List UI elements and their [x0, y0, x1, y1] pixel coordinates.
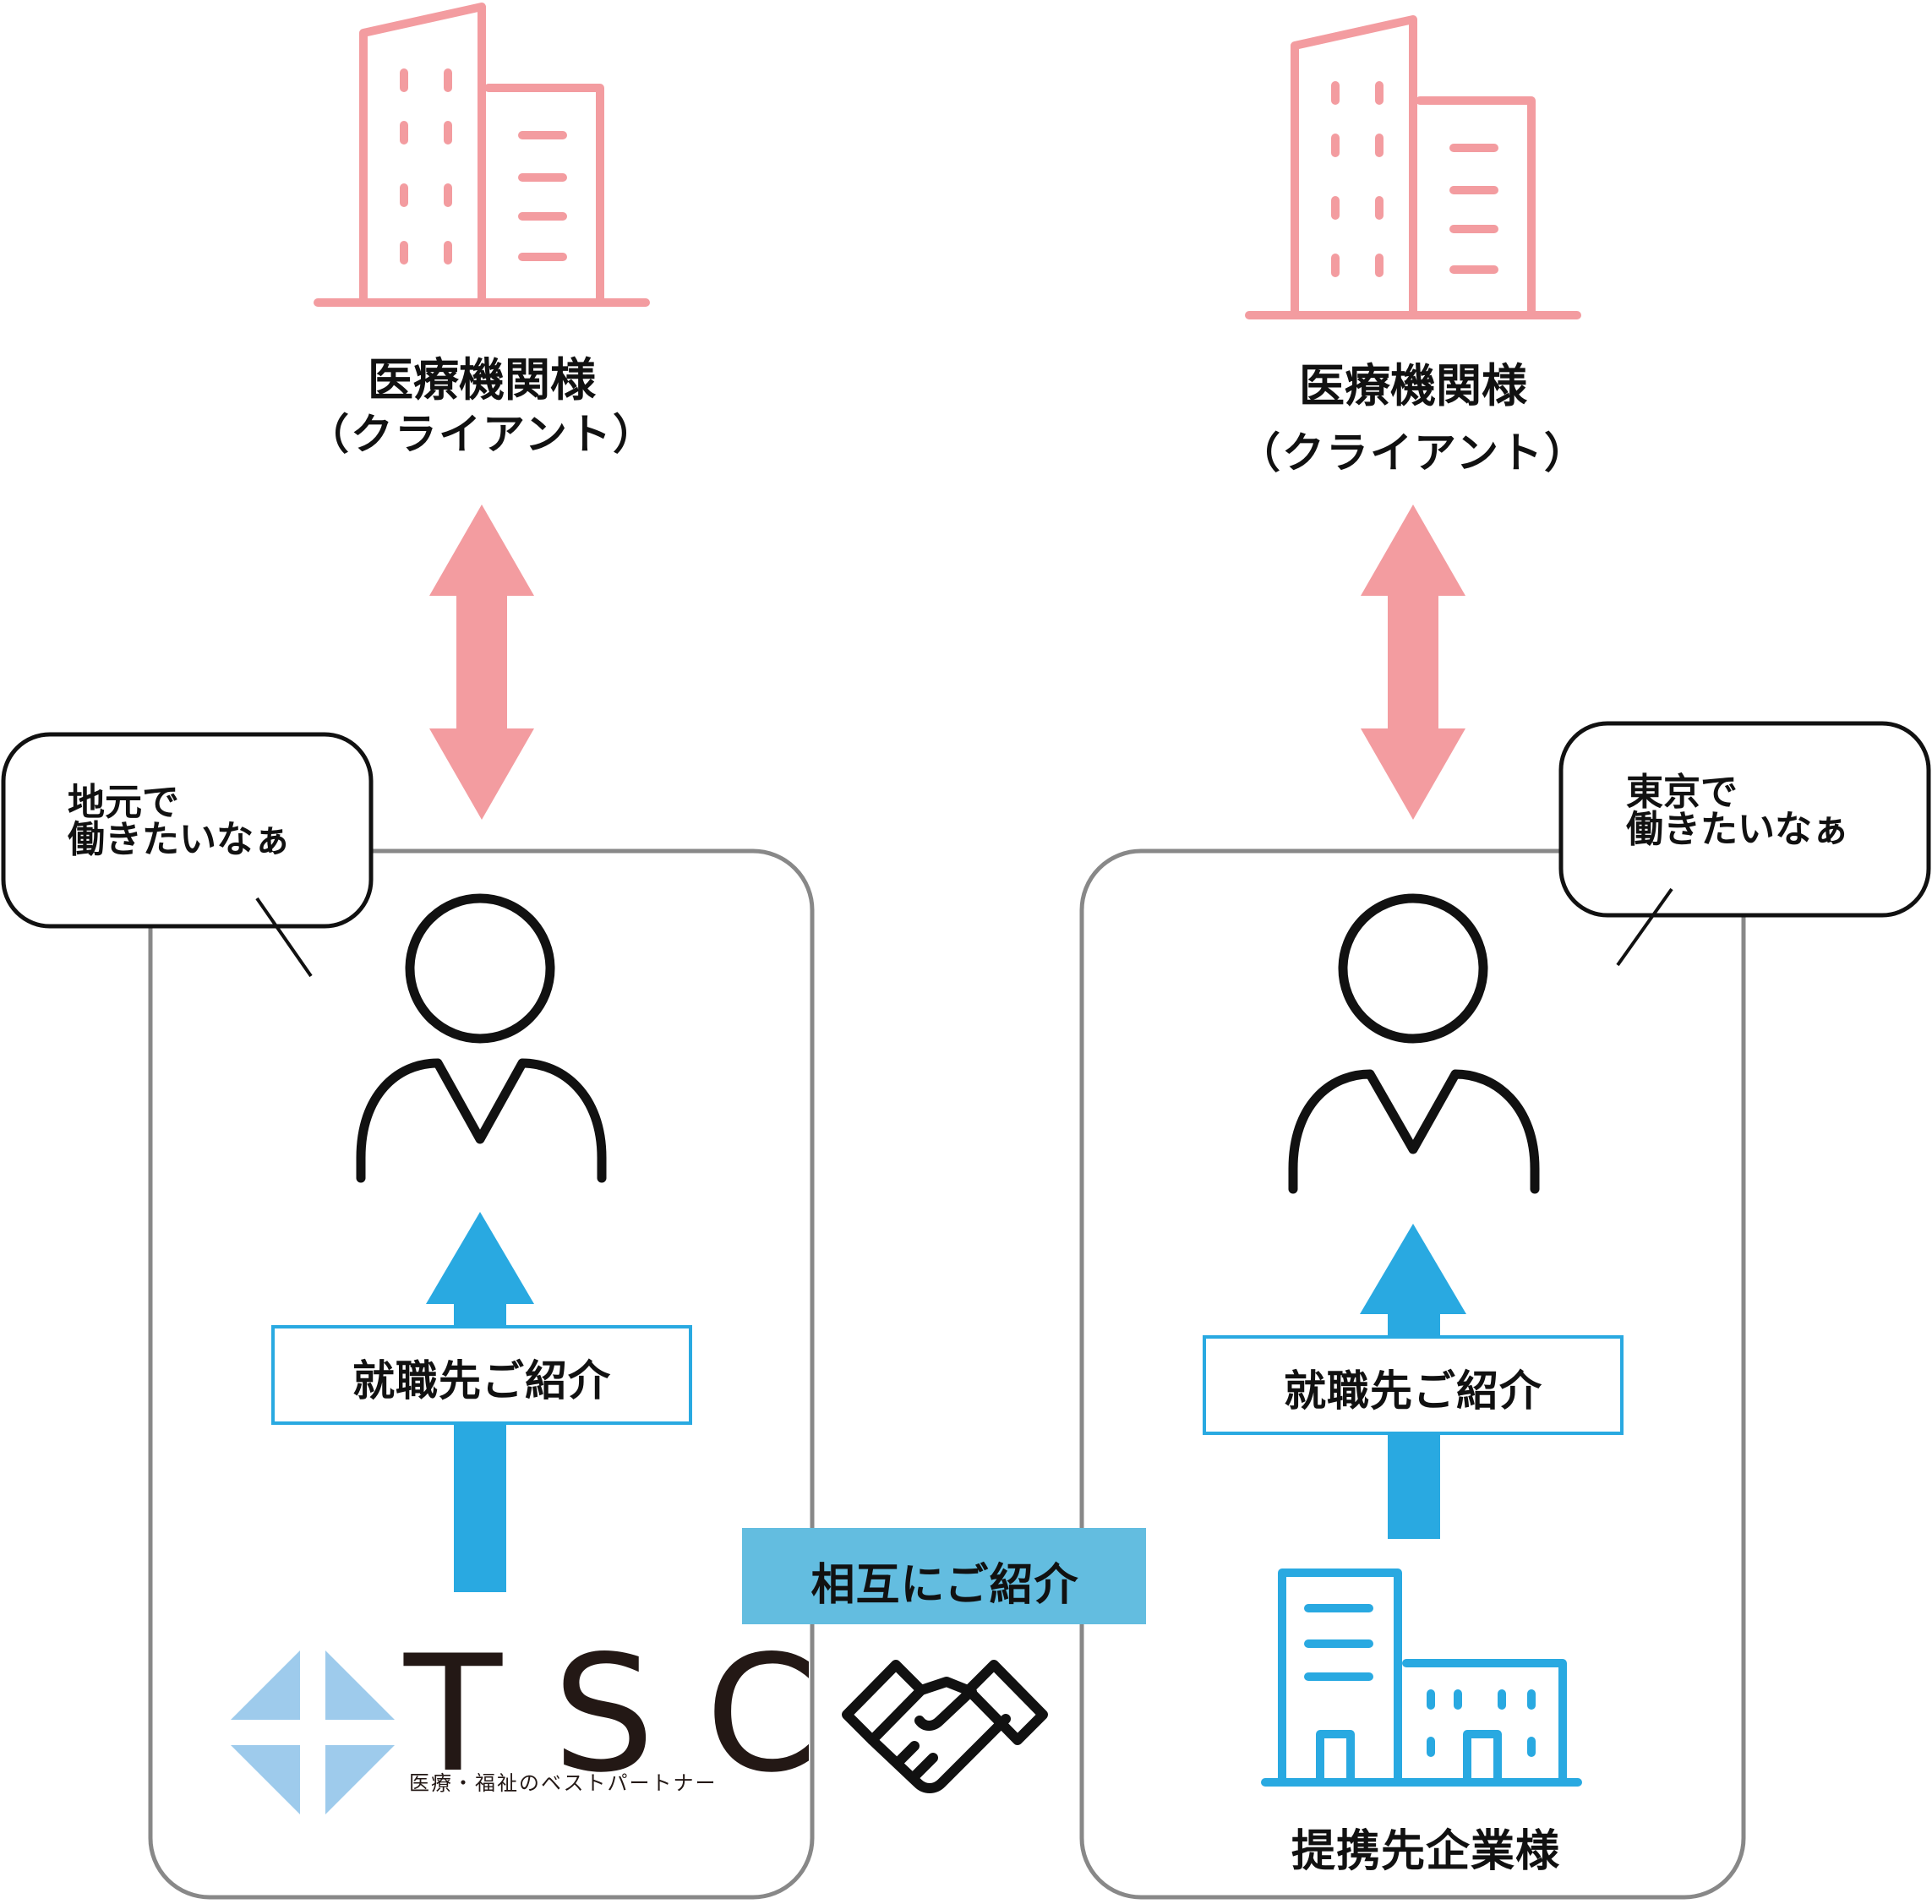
left-client-subtitle: （クライアント）: [307, 410, 657, 459]
left-bubble-line2: 働きたいなぁ: [68, 818, 291, 861]
left-bubble-line1: 地元で: [68, 781, 179, 824]
right-panel: [1079, 848, 1746, 1900]
speech-bubble: [1558, 721, 1931, 967]
right-client-title: 医療機関様: [1299, 359, 1527, 412]
right-bubble-line1: 東京で: [1626, 771, 1738, 814]
left-client-title: 医療機関様: [368, 353, 596, 406]
mutual-intro-label: 相互にご紹介: [810, 1560, 1079, 1611]
right-job-intro-label: 就職先ご紹介: [1284, 1367, 1542, 1416]
right-client-subtitle: （クライアント）: [1238, 428, 1588, 477]
left-bubble-text: 地元で 働きたいなぁ: [68, 784, 291, 859]
right-bubble-text: 東京で 働きたいなぁ: [1626, 774, 1849, 848]
handshake-icon: [842, 1660, 1048, 1793]
double-arrow-icon: [429, 505, 534, 820]
tag-box: [1203, 1335, 1624, 1435]
tag-box: [271, 1325, 692, 1425]
office-building-icon: [314, 3, 650, 307]
mutual-intro-box: [742, 1528, 1146, 1624]
left-panel: [148, 848, 815, 1900]
tsc-logo-tagline: 医療・福祉のベストパートナー: [409, 1771, 718, 1795]
person-icon: [1288, 893, 1540, 1194]
left-job-intro-label: 就職先ご紹介: [352, 1356, 611, 1405]
right-bubble-line2: 働きたいなぁ: [1626, 808, 1849, 851]
partner-company-label: 提携先企業様: [1291, 1826, 1560, 1877]
double-arrow-icon: [1361, 505, 1465, 820]
person-icon: [356, 893, 607, 1183]
speech-bubble: [1, 732, 374, 978]
tsc-logo-letters: TSC: [404, 1621, 869, 1808]
tsc-logo-mark-icon: [231, 1650, 395, 1814]
company-building-icon: [1261, 1568, 1582, 1787]
office-building-icon: [1245, 15, 1581, 319]
